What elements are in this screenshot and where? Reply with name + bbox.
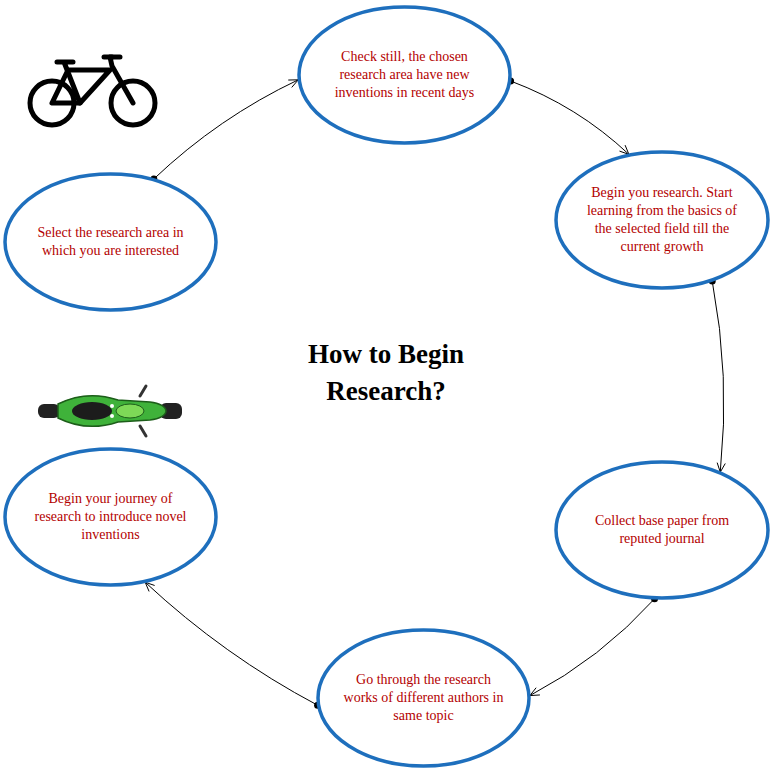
arrow-head — [145, 582, 154, 591]
node-text: Begin you research. Start learning from … — [580, 184, 744, 257]
connector-line — [511, 81, 629, 154]
arrow-head — [530, 688, 540, 696]
ellipse-outline — [554, 150, 770, 290]
text-area: Begin you research. Start learning from … — [580, 184, 744, 257]
text-area: Select the research area in which you ar… — [29, 224, 192, 260]
ellipse-outline — [554, 460, 770, 600]
ellipse-node: Check still, the chosen research area ha… — [297, 5, 512, 145]
connector-line — [530, 599, 655, 696]
text-area: Begin your journey of research to introd… — [29, 490, 192, 545]
connector-line — [154, 80, 298, 179]
curved-connector — [530, 595, 658, 695]
connector-line — [145, 582, 317, 705]
text-area: Check still, the chosen research area ha… — [323, 48, 486, 103]
motorbike-icon — [38, 386, 182, 436]
curved-connector — [150, 80, 298, 183]
arrow-head — [619, 145, 628, 154]
node-text: Collect base paper from reputed journal — [580, 512, 744, 548]
node-text: Go through the research works of differe… — [342, 671, 505, 726]
ellipse-node: Select the research area in which you ar… — [3, 172, 218, 312]
curved-connector — [709, 277, 726, 472]
ellipse-node: Collect base paper from reputed journal — [554, 460, 770, 600]
node-text: Select the research area in which you ar… — [29, 224, 192, 260]
curved-connector — [507, 78, 629, 155]
diagram-title: How to Begin Research? — [276, 336, 496, 411]
connector-line — [712, 281, 724, 472]
curved-connector — [145, 582, 321, 708]
node-text: Begin your journey of research to introd… — [29, 490, 192, 545]
text-area: Go through the research works of differe… — [342, 671, 505, 726]
ellipse-outline — [3, 172, 218, 312]
ellipse-node: Begin you research. Start learning from … — [554, 150, 770, 290]
arrow-head — [288, 80, 298, 88]
ellipse-node: Begin your journey of research to introd… — [3, 447, 218, 587]
text-area: Collect base paper from reputed journal — [580, 512, 744, 548]
ellipse-node: Go through the research works of differe… — [316, 628, 531, 768]
bicycle-icon — [30, 57, 155, 125]
node-text: Check still, the chosen research area ha… — [323, 48, 486, 103]
